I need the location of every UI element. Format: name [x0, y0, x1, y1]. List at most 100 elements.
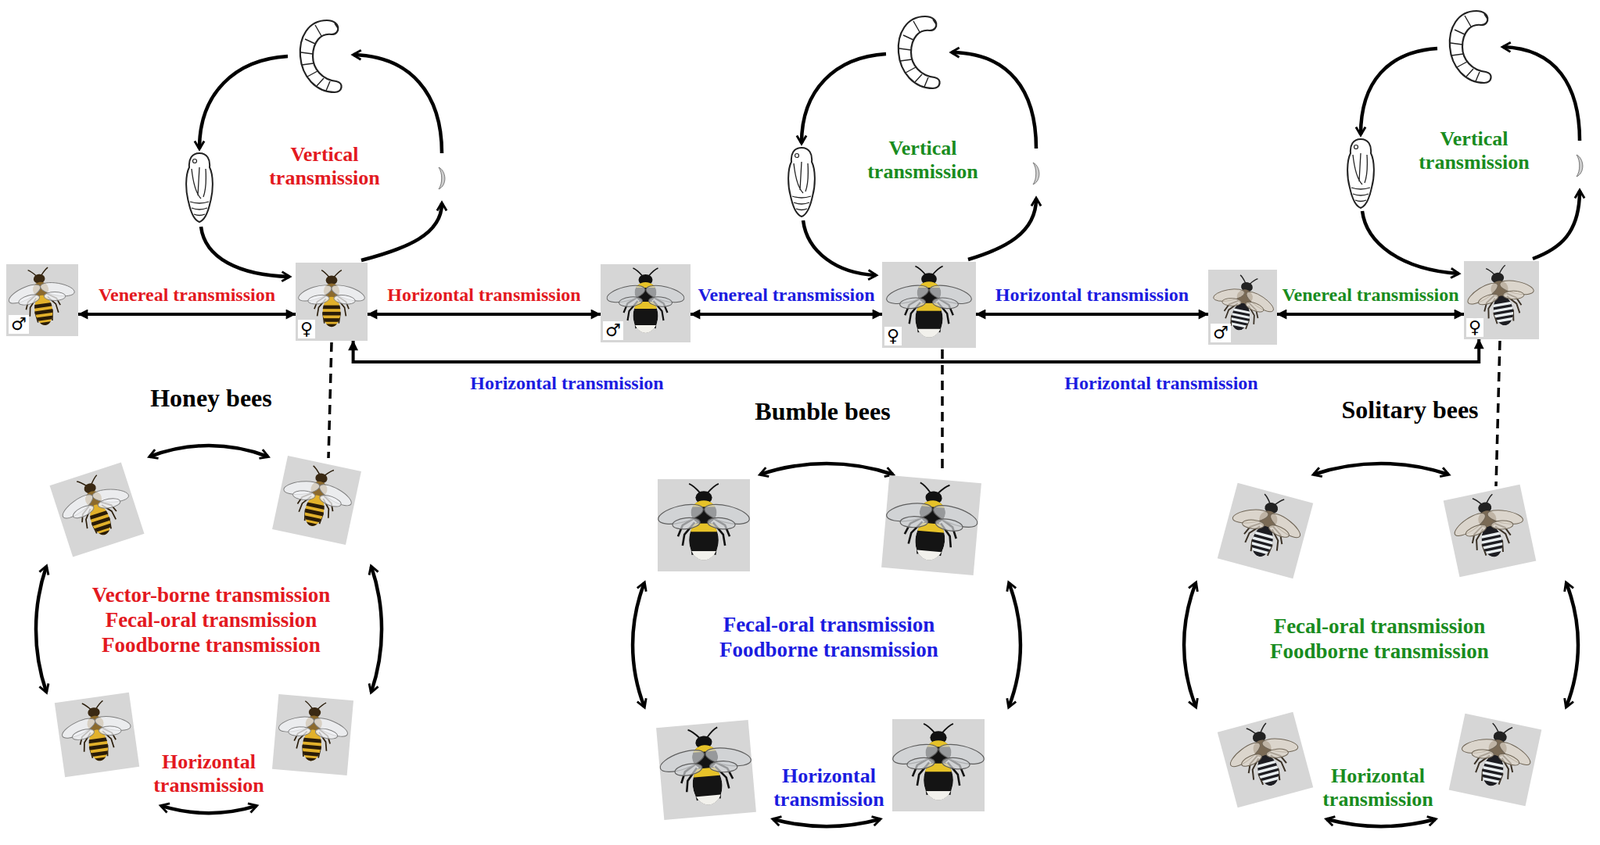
sex-symbol: ♂ — [1210, 323, 1231, 343]
edge-label: Venereal transmission — [697, 284, 875, 307]
egg-icon — [1033, 162, 1040, 185]
text-label: Fecal-oral transmission — [105, 608, 318, 633]
honey-bee — [52, 466, 141, 548]
label-box: Foodborne transmission — [1269, 639, 1489, 664]
dashed-line — [328, 342, 332, 459]
larva-icon — [898, 16, 940, 89]
photo-ground — [1449, 713, 1543, 808]
cycle-arrow — [1503, 46, 1580, 141]
label-box: Horizontal transmission — [1299, 764, 1457, 812]
honey-bee — [275, 460, 359, 535]
photo-ground — [1443, 484, 1537, 578]
circle-arrow — [1566, 583, 1579, 708]
text-label: Fecal-oral transmission — [723, 613, 936, 638]
text-label: Horizontal transmission — [750, 764, 908, 812]
bumble-bee — [890, 724, 986, 803]
text-label: Fecal-oral transmission — [1273, 614, 1486, 639]
cycle-arrow — [1532, 190, 1580, 259]
bee-picture-box: ♂ — [600, 264, 691, 343]
life-cycle-arrows — [199, 46, 1580, 277]
sex-badge-holder: ♂ — [602, 321, 624, 341]
circle-arrow — [1183, 583, 1196, 708]
egg-icon — [438, 167, 445, 190]
edge-label: Horizontal transmission — [387, 284, 581, 307]
bee-photo — [654, 720, 757, 821]
larva-icon — [1449, 10, 1492, 83]
cycle-arrow — [361, 203, 442, 261]
life-stage-icons — [186, 10, 1583, 223]
bee-photo — [890, 719, 986, 812]
bee-photo — [54, 692, 140, 778]
circle-arrow — [35, 566, 47, 693]
label-box: Fecal-oral transmission — [723, 613, 936, 638]
honey-bee — [274, 699, 352, 767]
bee-photo — [50, 462, 145, 558]
sex-symbol: ♀ — [1466, 318, 1484, 338]
edge-label: Venereal transmission — [1281, 284, 1459, 307]
transmission-arrow — [690, 312, 883, 316]
sex-symbol: ♀ — [297, 319, 316, 339]
sex-symbol: ♂ — [8, 315, 29, 334]
text-label: Foodborne transmission — [719, 638, 939, 663]
cycle-arrow — [1360, 48, 1438, 135]
label-box: Honey bees — [150, 383, 273, 413]
label-box: Horizontal transmission — [750, 764, 908, 812]
circle-arrow — [1008, 583, 1021, 708]
photo-ground — [272, 455, 362, 546]
bee-photo — [272, 694, 354, 776]
label-box: Fecal-oral transmission — [105, 608, 318, 633]
cycle-arrow — [801, 53, 887, 144]
label-box: Foodborne transmission — [101, 633, 321, 658]
text-label: Horizontal transmission — [130, 750, 287, 798]
transmission-arrow — [975, 312, 1209, 316]
sex-symbol: ♂ — [602, 321, 624, 341]
photo-ground — [50, 462, 145, 558]
bumble-bee — [880, 480, 983, 567]
honey-bee — [56, 697, 137, 768]
pupa-icon — [186, 153, 213, 223]
circle-arrow — [773, 819, 881, 827]
label-box: Vertical transmission — [250, 143, 399, 191]
label-box: Vertical transmission — [1399, 127, 1549, 175]
sex-badge-holder: ♂ — [1210, 323, 1231, 343]
bee-photo — [656, 479, 751, 572]
bee-photo — [879, 475, 983, 576]
solitary-bee — [1445, 488, 1532, 565]
cycle-arrow — [200, 226, 290, 277]
edge-label: Venereal transmission — [98, 284, 276, 307]
bee-picture-box: ♀ — [882, 261, 976, 348]
text-label: Foodborne transmission — [101, 633, 321, 658]
text-label: Horizontal transmission — [1064, 373, 1258, 395]
transmission-arrow — [1277, 312, 1464, 316]
colony-bees — [50, 455, 1543, 821]
bee-photo — [1217, 712, 1314, 808]
text-label: Bumble bees — [754, 397, 890, 427]
text-label: Horizontal transmission — [1299, 764, 1457, 812]
edge-label-box: Horizontal transmission — [995, 284, 1189, 307]
label-box: Foodborne transmission — [719, 638, 939, 663]
edge-label-box: Venereal transmission — [98, 284, 276, 307]
pupa-icon — [1347, 139, 1374, 209]
dashed-line — [940, 349, 944, 474]
text-label: Honey bees — [150, 383, 273, 413]
bee-picture-box: ♀ — [295, 262, 368, 341]
circle-arrow — [632, 583, 645, 708]
colony-circle-arrows — [35, 445, 1579, 827]
bee-photo — [1449, 713, 1543, 808]
solitary-bee — [1453, 717, 1540, 794]
edge-label-box: Venereal transmission — [1281, 284, 1459, 307]
sex-badge-holder: ♀ — [1466, 318, 1484, 338]
transmission-arrow — [78, 312, 296, 316]
label-box: Solitary bees — [1341, 395, 1479, 425]
photo-ground — [1217, 712, 1314, 808]
edge-label-box: Horizontal transmission — [469, 373, 664, 395]
egg-icon — [1576, 154, 1583, 177]
photo-ground — [1217, 483, 1314, 579]
text-label: Vertical transmission — [848, 136, 998, 184]
text-label: Solitary bees — [1341, 395, 1479, 425]
circle-arrow — [149, 445, 268, 457]
label-box: Horizontal transmission — [130, 750, 287, 798]
circle-arrow — [760, 463, 894, 475]
cycle-arrow — [803, 220, 876, 276]
